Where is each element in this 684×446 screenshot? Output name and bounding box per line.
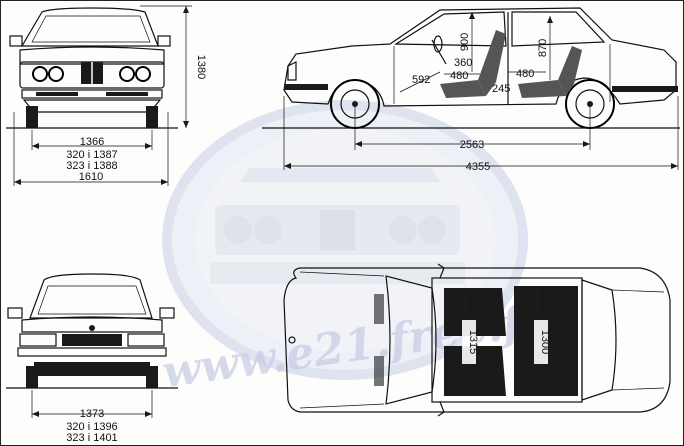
front-view: 1380 1366 320 i 1387 323 i 1388 1610 xyxy=(6,5,207,186)
dim-front-width: 1610 xyxy=(79,171,103,183)
dim-seat-front-height: 360 xyxy=(454,57,472,69)
rear-badge xyxy=(89,325,95,331)
dim-rear-track-323: 323 i 1401 xyxy=(66,432,117,444)
headlight-inner-right xyxy=(119,66,135,82)
dim-headroom-front: 900 xyxy=(459,33,471,51)
rear-mirror-right xyxy=(159,307,175,319)
rear-view: 1373 320 i 1396 323 i 1401 xyxy=(6,273,178,444)
dim-seat-rear-height: 245 xyxy=(492,83,510,95)
rear-wheel-left xyxy=(26,366,38,388)
rear-wheel-right xyxy=(146,366,158,388)
top-windshield xyxy=(385,275,437,405)
dim-seat-rear-depth: 480 xyxy=(516,68,534,80)
dim-length: 4355 xyxy=(466,161,490,173)
side-window-rear xyxy=(511,11,606,47)
dim-shoulder-front: 1315 xyxy=(467,330,479,354)
headlight-outer-right xyxy=(135,66,151,82)
front-wheel-right xyxy=(146,106,158,128)
rear-light-right xyxy=(127,333,165,347)
headlight-inner-left xyxy=(48,66,64,82)
front-seat-back xyxy=(478,30,506,96)
dim-shoulder-rear: 1300 xyxy=(539,330,551,354)
rear-light-left xyxy=(19,333,57,347)
dim-seat-front-depth: 480 xyxy=(450,70,468,82)
rear-panel xyxy=(62,334,122,346)
rear-underbody xyxy=(34,362,150,376)
dim-front-height: 1380 xyxy=(195,55,207,79)
top-front-seat-left xyxy=(444,288,506,336)
front-seat-base xyxy=(440,80,486,98)
front-mirror-left xyxy=(9,35,23,47)
dim-headroom-rear: 870 xyxy=(537,39,549,57)
side-view: 900 870 360 480 480 592 245 2563 4355 xyxy=(262,7,680,173)
headlight-outer-left xyxy=(32,66,48,82)
front-mirror-right xyxy=(157,35,171,47)
dim-front-track: 1366 xyxy=(80,136,104,148)
front-wheel-left xyxy=(26,106,38,128)
rear-mirror-left xyxy=(7,307,23,319)
rear-seat-base xyxy=(518,80,566,98)
dim-wheelbase: 2563 xyxy=(460,139,484,151)
top-view: 1315 1300 xyxy=(283,263,671,417)
dim-rear-track-320: 320 i 1396 xyxy=(66,421,117,433)
dim-legroom-front: 592 xyxy=(412,74,430,86)
side-window-front xyxy=(393,11,507,47)
top-front-seat-right xyxy=(444,346,506,396)
dim-rear-track: 1373 xyxy=(80,408,104,420)
dim-front-track-320: 320 i 1387 xyxy=(66,149,117,161)
watermark-car-front xyxy=(210,168,465,284)
rear-seat-back xyxy=(558,46,582,96)
dim-front-track-323: 323 i 1388 xyxy=(66,160,117,172)
